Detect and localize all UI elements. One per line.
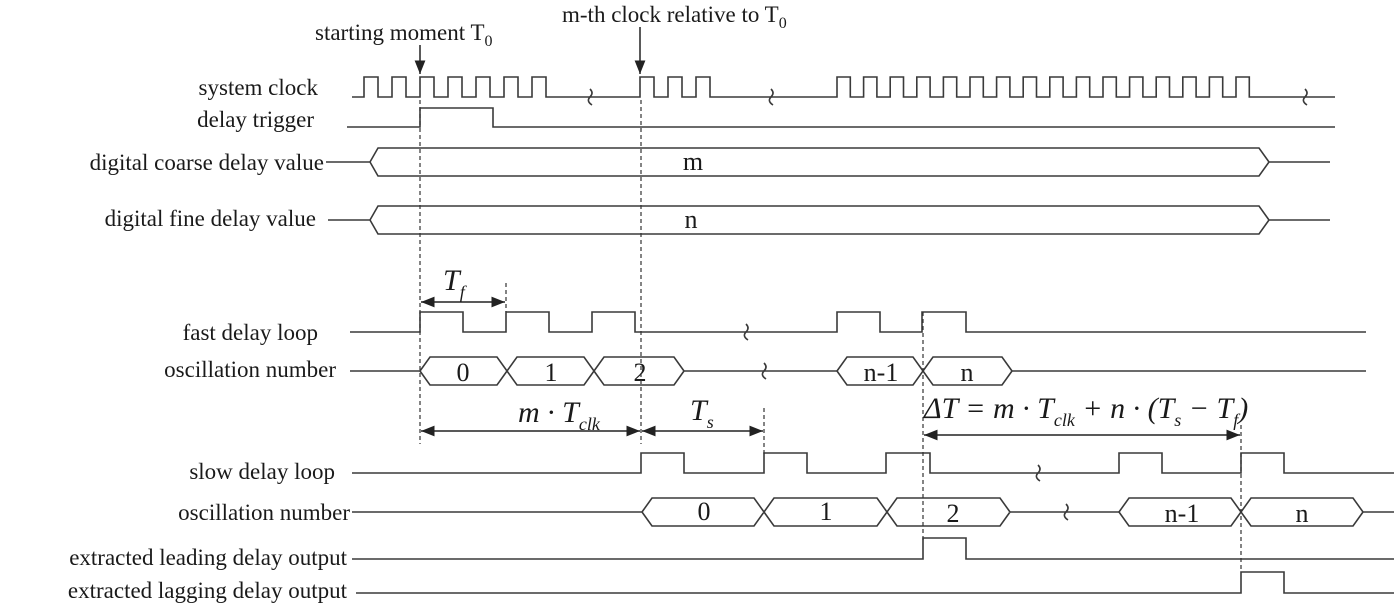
- slow-osc-cell: 0: [698, 497, 711, 526]
- label-delay-trigger: delay trigger: [197, 107, 314, 132]
- leading-output-wave: [352, 537, 1394, 560]
- break-icon: [768, 88, 774, 106]
- slow-osc-cell: 2: [947, 499, 960, 528]
- coarse-bus: [326, 147, 1330, 177]
- fast-osc-cell: n: [961, 358, 974, 387]
- label-fast-loop: fast delay loop: [183, 320, 318, 345]
- fine-value: n: [685, 205, 698, 234]
- slow-osc-bus-b: [1118, 497, 1394, 527]
- fast-osc-cell: 2: [634, 358, 647, 387]
- mth-clock-annotation: m-th clock relative to T0: [562, 2, 787, 32]
- fast-osc-cell: n-1: [864, 358, 899, 387]
- label-fine-delay: digital fine delay value: [105, 206, 316, 231]
- label-slow-loop: slow delay loop: [189, 459, 335, 484]
- system-clock-wave: [352, 76, 1335, 98]
- ts-label: Ts: [690, 394, 714, 432]
- break-icon: [1063, 503, 1069, 521]
- label-leading-output: extracted leading delay output: [69, 545, 347, 570]
- slow-osc-bus-a: [352, 497, 1119, 527]
- label-system-clock: system clock: [199, 75, 319, 100]
- slow-loop-wave: [352, 452, 1394, 474]
- break-icon: [743, 323, 749, 341]
- label-fast-osc: oscillation number: [164, 357, 336, 382]
- label-coarse-delay: digital coarse delay value: [90, 150, 324, 175]
- fast-loop-wave: [350, 311, 1366, 333]
- delta-t-formula: ΔT = m · Tclk + n · (Ts − Tf): [923, 392, 1248, 430]
- lagging-output-wave: [356, 571, 1394, 594]
- fine-bus: [328, 205, 1330, 235]
- tf-label: Tf: [443, 264, 468, 302]
- break-icon: [1302, 88, 1308, 106]
- coarse-value: m: [683, 147, 703, 176]
- delay-trigger-wave: [347, 107, 1335, 128]
- slow-osc-cell: n-1: [1165, 499, 1200, 528]
- fast-osc-bus-a: [350, 356, 837, 386]
- slow-osc-cell: n: [1296, 499, 1309, 528]
- label-slow-osc: oscillation number: [178, 500, 350, 525]
- break-icon: [761, 362, 767, 380]
- label-lagging-output: extracted lagging delay output: [68, 578, 348, 603]
- mtclk-label: m · Tclk: [518, 396, 601, 434]
- break-icon: [587, 88, 593, 106]
- fast-osc-cell: 0: [457, 358, 470, 387]
- starting-moment-annotation: starting moment T0: [315, 20, 493, 50]
- break-icon: [1035, 464, 1041, 482]
- fast-osc-cell: 1: [545, 358, 558, 387]
- slow-osc-cell: 1: [820, 497, 833, 526]
- fast-osc-bus-b: [836, 356, 1366, 386]
